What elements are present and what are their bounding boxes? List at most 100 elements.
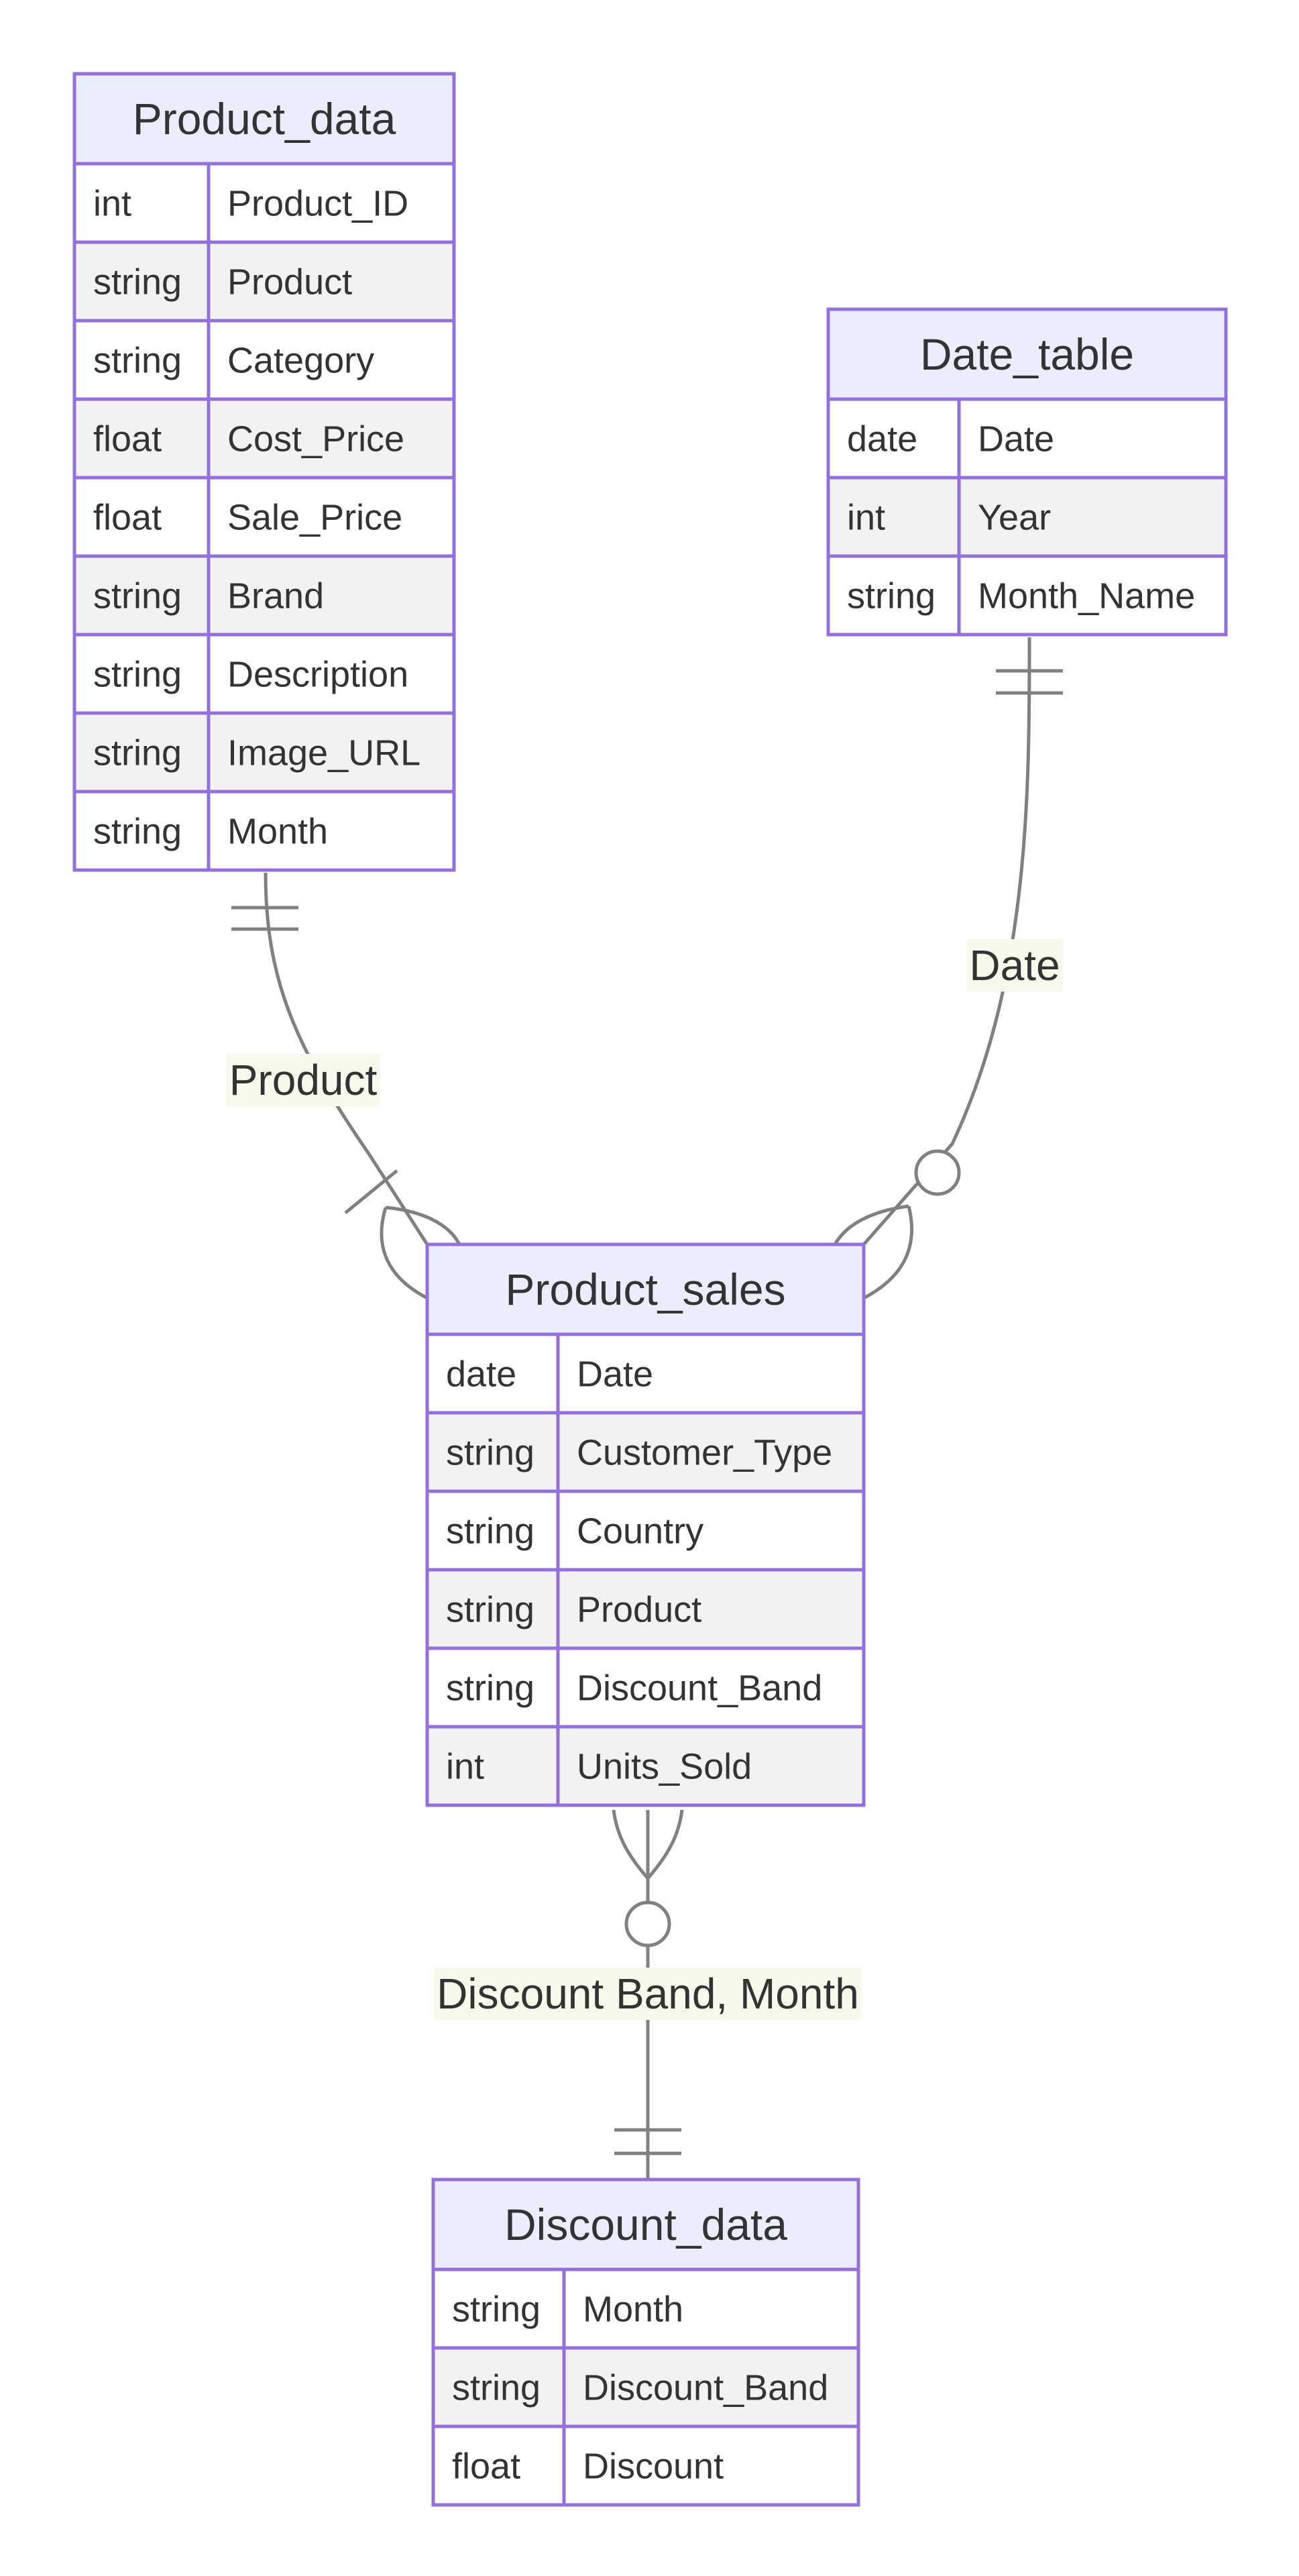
attribute-type: string	[93, 341, 182, 381]
relationship-label-text: Product	[229, 1056, 378, 1104]
attribute-type: int	[93, 184, 131, 224]
relationship-label-bg	[966, 939, 1063, 991]
entity-header	[74, 74, 454, 164]
attribute-row: int Product_ID	[72, 162, 456, 244]
attribute-name: Units_Sold	[577, 1747, 752, 1787]
relationship-label-text: Date	[969, 941, 1060, 989]
entity-title: Product_data	[133, 94, 396, 144]
attribute-name: Product	[227, 262, 352, 303]
one-marker	[344, 1169, 398, 1214]
attribute-name: Month	[227, 812, 328, 852]
attribute-name: Month_Name	[978, 576, 1195, 616]
attribute-type: int	[847, 498, 885, 538]
attribute-name-cell	[562, 2424, 860, 2507]
attribute-row: float Cost_Price	[72, 397, 456, 480]
relationship-edges	[231, 637, 1063, 2180]
attribute-name: Discount	[583, 2447, 724, 2487]
attribute-name-cell	[207, 319, 456, 401]
zero-marker	[624, 1900, 671, 1947]
attribute-name: Cost_Price	[227, 419, 404, 460]
attribute-type: string	[446, 1433, 534, 1473]
entity-title: Product_sales	[505, 1265, 785, 1314]
attribute-row: string Brand	[72, 554, 456, 637]
attribute-type-cell	[72, 162, 211, 244]
attribute-name: Category	[227, 341, 374, 381]
attribute-type: float	[93, 419, 162, 460]
attribute-row: string Description	[72, 633, 456, 715]
entity-border	[425, 1242, 866, 1807]
relationship-edge-product	[264, 872, 429, 1246]
attribute-name-cell	[562, 2346, 860, 2428]
attribute-row: date Date	[826, 397, 1228, 480]
attribute-name: Image_URL	[227, 733, 420, 773]
attribute-row: string Category	[72, 319, 456, 401]
attribute-type: string	[446, 1511, 534, 1552]
exactly-one-marker	[614, 2128, 681, 2155]
attribute-name-cell	[556, 1489, 866, 1572]
attribute-type: string	[452, 2290, 541, 2330]
attribute-type: string	[93, 576, 182, 616]
entity-title: Date_table	[920, 329, 1134, 379]
attribute-row: string Month	[72, 790, 456, 872]
relationship-label-bg	[434, 1968, 862, 2020]
attribute-type: float	[93, 498, 162, 538]
attribute-name: Sale_Price	[227, 498, 402, 538]
entity-header	[828, 309, 1226, 399]
entity-header	[427, 1244, 864, 1334]
relationship-edge-date	[862, 637, 1031, 1246]
attribute-row: float Sale_Price	[72, 476, 456, 558]
attribute-type: string	[93, 812, 182, 852]
attribute-type-cell	[72, 633, 211, 715]
attribute-name-cell	[957, 397, 1228, 480]
attribute-name: Product_ID	[227, 184, 408, 224]
relationship-label: Product	[226, 1054, 380, 1106]
relationship-label-text: Discount Band, Month	[437, 1970, 859, 2018]
attribute-name: Date	[978, 419, 1054, 460]
attribute-row: string Product	[425, 1568, 866, 1650]
attribute-type: string	[446, 1668, 534, 1709]
attribute-row: float Discount	[431, 2424, 860, 2507]
attribute-type: date	[446, 1354, 516, 1395]
exactly-one-marker	[996, 669, 1063, 695]
crow-foot-marker	[612, 1809, 684, 1880]
attribute-row: string Image_URL	[72, 711, 456, 794]
crow-foot-marker	[380, 1205, 461, 1300]
attribute-name: Date	[577, 1354, 653, 1395]
crow-foot-marker	[833, 1204, 913, 1300]
zero-marker	[914, 1149, 961, 1196]
entity-header	[433, 2180, 858, 2269]
attribute-name-cell	[207, 240, 456, 323]
attribute-type-cell	[826, 554, 961, 637]
attribute-type: string	[93, 733, 182, 773]
attribute-name: Description	[227, 655, 408, 695]
attribute-name: Product	[577, 1590, 701, 1630]
attribute-type: float	[452, 2447, 520, 2487]
attribute-name-cell	[207, 633, 456, 715]
attribute-row: string Month	[431, 2267, 860, 2350]
relationship-label: Date	[966, 939, 1063, 991]
attribute-type: date	[847, 419, 917, 460]
attribute-name: Brand	[227, 576, 324, 616]
attribute-row: date Date	[425, 1332, 866, 1415]
attribute-name-cell	[957, 476, 1228, 558]
exactly-one-marker	[231, 906, 298, 931]
entity-border	[72, 72, 456, 872]
attribute-type: string	[446, 1590, 534, 1630]
attribute-type-cell	[72, 790, 211, 872]
attribute-name: Month	[583, 2290, 683, 2330]
attribute-type: string	[452, 2368, 541, 2408]
attribute-type: string	[93, 655, 182, 695]
entity-border	[431, 2178, 860, 2507]
